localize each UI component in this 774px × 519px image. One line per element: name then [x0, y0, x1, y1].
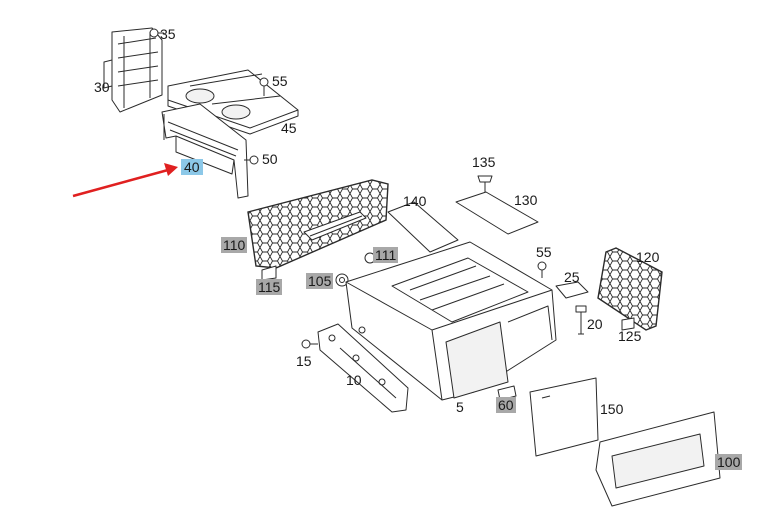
part-5-housing [345, 241, 557, 401]
label-150: 150 [600, 401, 624, 417]
part-20-bolt [575, 305, 587, 335]
label-125: 125 [618, 328, 642, 344]
label-40-highlighted: 40 [181, 159, 203, 175]
part-10-rail [317, 323, 409, 413]
part-135-fastener [477, 175, 493, 192]
part-105-nut [335, 273, 349, 287]
part-50-screw [244, 155, 259, 165]
label-45: 45 [281, 120, 297, 136]
label-30: 30 [94, 79, 110, 95]
part-140-pad [387, 201, 459, 253]
part-100-trim [595, 411, 721, 507]
part-110-left-grille [247, 179, 389, 269]
part-60-plate [497, 385, 517, 401]
part-30-bracket [103, 27, 163, 113]
label-5: 5 [456, 399, 464, 415]
part-115-clip [261, 265, 277, 281]
label-130: 130 [514, 192, 538, 208]
label-110: 110 [221, 237, 248, 253]
label-50: 50 [262, 151, 278, 167]
part-130-plate [455, 191, 539, 235]
part-25-bracket [555, 281, 589, 299]
label-55-upper: 55 [272, 73, 288, 89]
label-60: 60 [496, 397, 516, 413]
label-10: 10 [346, 372, 362, 388]
label-55-lower: 55 [536, 244, 552, 260]
part-15-screw [301, 339, 318, 349]
label-100: 100 [715, 454, 743, 470]
label-15: 15 [296, 353, 312, 369]
label-111: 111 [373, 247, 399, 263]
part-35-screw [149, 28, 164, 38]
red-pointer-arrow-icon [72, 163, 178, 198]
label-105: 105 [306, 273, 334, 289]
label-135: 135 [472, 154, 496, 170]
part-40-frame [161, 103, 249, 199]
label-20: 20 [587, 316, 603, 332]
label-115: 115 [256, 279, 283, 295]
label-25: 25 [564, 269, 580, 285]
part-125-clip [621, 317, 635, 331]
part-55-screw-upper [259, 77, 269, 96]
part-150-panel [529, 377, 599, 457]
label-35: 35 [160, 26, 176, 42]
part-55-screw-lower [537, 261, 547, 278]
label-120: 120 [636, 249, 660, 265]
label-140: 140 [403, 193, 427, 209]
part-120-right-grille [597, 247, 663, 331]
